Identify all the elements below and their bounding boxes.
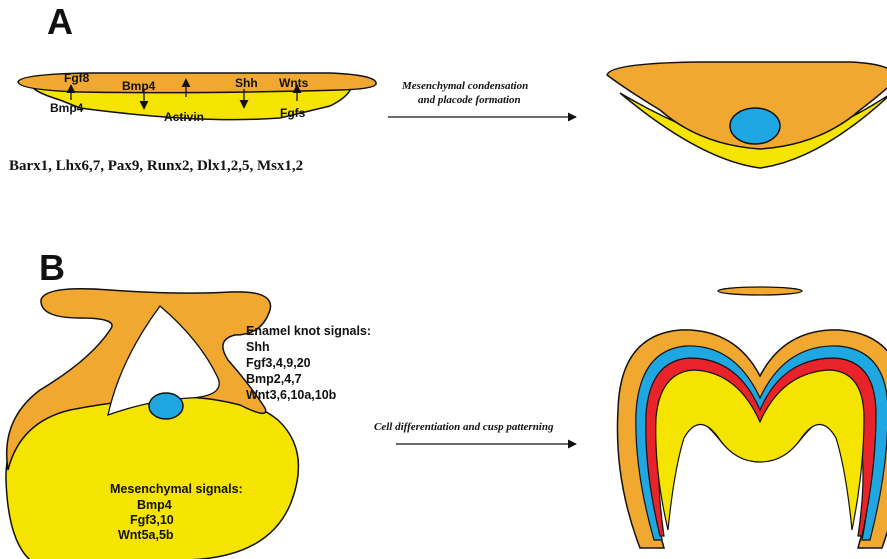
bud-signaling-center xyxy=(730,108,780,144)
transcription-factors: Barx1, Lhx6,7, Pax9, Runx2, Dlx1,2,5, Ms… xyxy=(9,158,303,174)
label-bmp4-mesenchyme: Bmp4 xyxy=(50,101,84,115)
label-bmp4-epithelium: Bmp4 xyxy=(122,79,156,93)
arrow-a-caption-line-2: and placode formation xyxy=(418,94,521,106)
label-shh: Shh xyxy=(235,76,258,90)
mesenchymal-signal-2: Fgf3,10 xyxy=(130,513,174,527)
enamel-knot-signal-3: Bmp2,4,7 xyxy=(246,372,302,386)
arrow-b-caption: Cell differentiation and cusp patterning xyxy=(374,421,554,433)
arrow-a-caption-line-1: Mesenchymal condensation xyxy=(401,80,528,92)
oral-epithelium xyxy=(718,287,802,295)
label-activin: Activin xyxy=(164,110,204,124)
enamel-knot-signal-2: Fgf3,4,9,20 xyxy=(246,356,311,370)
enamel-knot xyxy=(149,393,183,419)
bud-stage xyxy=(607,62,887,168)
panel-a-label: A xyxy=(47,1,73,42)
mesenchymal-signal-1: Bmp4 xyxy=(137,498,172,512)
enamel-knot-signal-1: Shh xyxy=(246,340,270,354)
dental-lamina-stage: Fgf8 Bmp4 Shh Wnts Bmp4 Activin Fgfs xyxy=(18,71,376,124)
mesenchymal-signal-3: Wnt5a,5b xyxy=(118,528,174,542)
bell-stage xyxy=(617,287,887,548)
label-wnts: Wnts xyxy=(279,76,309,90)
mesenchymal-signals-title: Mesenchymal signals: xyxy=(110,482,243,496)
label-fgf8: Fgf8 xyxy=(64,71,90,85)
panel-b-label: B xyxy=(39,247,65,288)
enamel-knot-signals-title: Enamel knot signals: xyxy=(246,324,371,338)
label-fgfs: Fgfs xyxy=(280,106,306,120)
enamel-knot-signal-4: Wnt3,6,10a,10b xyxy=(246,388,337,402)
